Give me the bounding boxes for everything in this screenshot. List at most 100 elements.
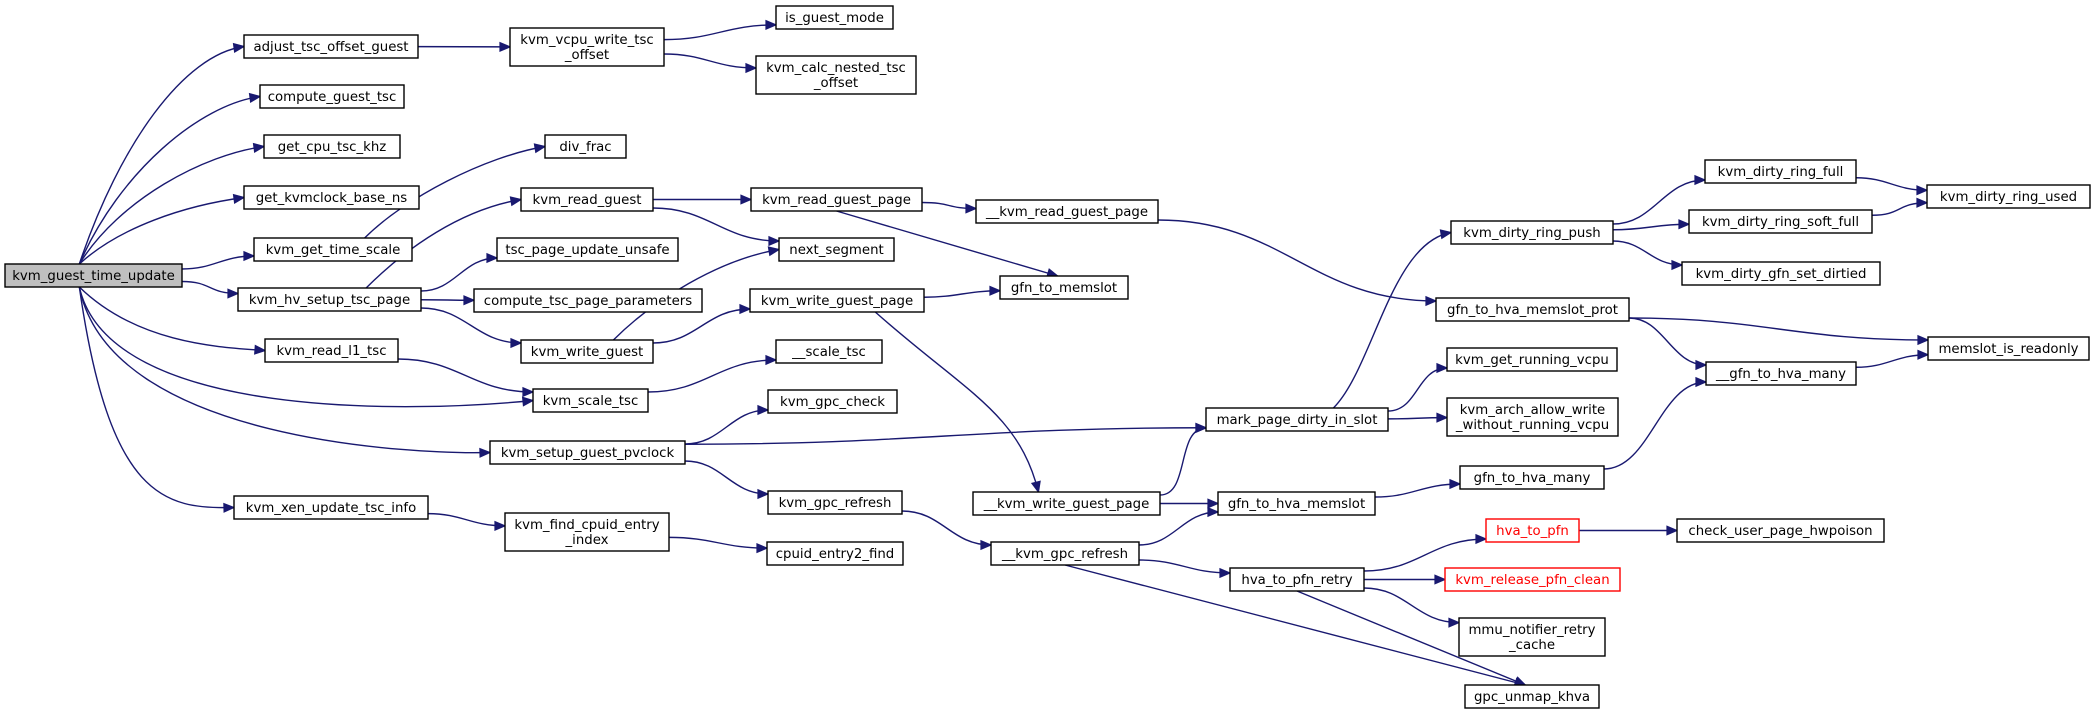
node-write-guest-page[interactable]: kvm_write_guest_page bbox=[749, 288, 925, 313]
edge-root-to-scale-tsc bbox=[78, 286, 535, 408]
node-scale-tsc[interactable]: kvm_scale_tsc bbox=[532, 388, 649, 413]
arrowhead-icon bbox=[522, 386, 535, 398]
arrowhead-icon bbox=[509, 196, 523, 207]
node-gpc-refresh[interactable]: kvm_gpc_refresh bbox=[767, 490, 903, 515]
node-compute-guest[interactable]: compute_guest_tsc bbox=[259, 84, 405, 109]
arrowhead-icon bbox=[1449, 478, 1462, 490]
node-gpc-unmap[interactable]: gpc_unmap_khva bbox=[1464, 684, 1600, 709]
node-u-read-guest-page[interactable]: __kvm_read_guest_page bbox=[975, 199, 1159, 224]
node-read-guest[interactable]: kvm_read_guest bbox=[520, 187, 654, 212]
edge-line bbox=[874, 311, 1040, 493]
node-hva-pfn-retry[interactable]: hva_to_pfn_retry bbox=[1229, 567, 1365, 592]
node-box bbox=[1464, 684, 1600, 709]
node-calc-nested[interactable]: kvm_calc_nested_tsc_offset bbox=[755, 55, 917, 95]
edge-root-to-setup-pvclock bbox=[78, 286, 492, 458]
node-ring-used[interactable]: kvm_dirty_ring_used bbox=[1926, 184, 2091, 209]
node-check-hwpoison[interactable]: check_user_page_hwpoison bbox=[1676, 518, 1885, 543]
edge-ring-full-to-ring-used bbox=[1855, 177, 1929, 196]
node-u-gpc-refresh[interactable]: __kvm_gpc_refresh bbox=[990, 541, 1140, 566]
node-box bbox=[750, 187, 923, 212]
node-label: kvm_write_guest_page bbox=[761, 294, 913, 309]
node-ring-push[interactable]: kvm_dirty_ring_push bbox=[1450, 220, 1614, 245]
node-label: gpc_unmap_khva bbox=[1474, 690, 1590, 705]
node-get-cpu-khz[interactable]: get_cpu_tsc_khz bbox=[263, 134, 401, 159]
edge-line bbox=[1612, 179, 1706, 225]
arrowhead-icon bbox=[1917, 349, 1930, 360]
node-ring-soft-full[interactable]: kvm_dirty_ring_soft_full bbox=[1688, 209, 1873, 234]
arrowhead-icon bbox=[494, 520, 507, 531]
node-us-scale[interactable]: __scale_tsc bbox=[775, 339, 883, 364]
node-vcpu-write[interactable]: kvm_vcpu_write_tsc_offset bbox=[509, 27, 665, 67]
edge-line bbox=[397, 358, 534, 393]
node-write-guest[interactable]: kvm_write_guest bbox=[520, 339, 654, 364]
edge-line bbox=[181, 255, 255, 270]
edge-line bbox=[365, 198, 522, 289]
edge-xen-update-to-find-cpuid bbox=[427, 512, 507, 531]
arrowhead-icon bbox=[765, 19, 778, 30]
edge-vcpu-write-to-calc-nested bbox=[663, 53, 758, 74]
node-box bbox=[1926, 184, 2091, 209]
node-cpuid2-find[interactable]: cpuid_entry2_find bbox=[766, 541, 904, 566]
node-box bbox=[1229, 567, 1365, 592]
node-u-write-guest-page[interactable]: __kvm_write_guest_page bbox=[972, 491, 1161, 516]
node-u-gfn-hva-many[interactable]: __gfn_to_hva_many bbox=[1705, 361, 1857, 386]
edge-root-to-adjust bbox=[78, 42, 246, 265]
node-box bbox=[767, 490, 903, 515]
arrowhead-icon bbox=[223, 502, 236, 513]
node-label: hva_to_pfn_retry bbox=[1241, 573, 1352, 588]
node-arch-allow[interactable]: kvm_arch_allow_write_without_running_vcp… bbox=[1446, 397, 1619, 437]
edge-line bbox=[923, 290, 1001, 298]
arrowhead-icon bbox=[1195, 422, 1208, 434]
node-find-cpuid[interactable]: kvm_find_cpuid_entry_index bbox=[504, 512, 670, 552]
node-tsc-unsafe[interactable]: tsc_page_update_unsafe bbox=[496, 237, 679, 262]
node-compute-params[interactable]: compute_tsc_page_parameters bbox=[473, 288, 703, 313]
node-root[interactable]: kvm_guest_time_update bbox=[4, 263, 183, 288]
node-mmu-retry[interactable]: mmu_notifier_retry_cache bbox=[1458, 617, 1606, 657]
arrowhead-icon bbox=[521, 396, 535, 407]
node-adjust[interactable]: adjust_tsc_offset_guest bbox=[243, 34, 419, 59]
edge-gfn-hva-many-to-u-gfn-hva-many bbox=[1603, 376, 1708, 470]
node-gfn-set-dirtied[interactable]: kvm_dirty_gfn_set_dirtied bbox=[1681, 261, 1881, 286]
node-label: next_segment bbox=[789, 243, 883, 258]
node-gfn-hva-memslot[interactable]: gfn_to_hva_memslot bbox=[1217, 491, 1376, 516]
node-gpc-check[interactable]: kvm_gpc_check bbox=[767, 389, 898, 414]
node-is-guest[interactable]: is_guest_mode bbox=[775, 5, 894, 30]
edge-ring-push-to-ring-soft-full bbox=[1612, 219, 1691, 231]
arrowhead-icon bbox=[1916, 185, 1929, 196]
node-label: __gfn_to_hva_many bbox=[1715, 367, 1846, 382]
node-release-pfn[interactable]: kvm_release_pfn_clean bbox=[1444, 567, 1621, 592]
node-hva-to-pfn[interactable]: hva_to_pfn bbox=[1485, 518, 1580, 543]
edge-read-guest-to-next-segment bbox=[652, 207, 781, 247]
arrowhead-icon bbox=[1695, 359, 1708, 371]
node-mark-dirty[interactable]: mark_page_dirty_in_slot bbox=[1205, 407, 1389, 432]
node-ring-full[interactable]: kvm_dirty_ring_full bbox=[1704, 159, 1857, 184]
node-box bbox=[990, 541, 1140, 566]
arrowhead-icon bbox=[739, 303, 752, 315]
node-read-guest-page[interactable]: kvm_read_guest_page bbox=[750, 187, 923, 212]
node-box bbox=[975, 199, 1159, 224]
node-gfn-hva-many[interactable]: gfn_to_hva_many bbox=[1459, 465, 1605, 490]
node-get-kvmclock[interactable]: get_kvmclock_base_ns bbox=[243, 185, 420, 210]
node-box bbox=[520, 187, 654, 212]
arrowhead-icon bbox=[243, 250, 256, 262]
node-box bbox=[1435, 297, 1630, 322]
node-hv-setup[interactable]: kvm_hv_setup_tsc_page bbox=[237, 287, 422, 312]
arrowhead-icon bbox=[756, 543, 769, 554]
node-xen-update[interactable]: kvm_xen_update_tsc_info bbox=[233, 495, 429, 520]
node-div-frac[interactable]: div_frac bbox=[544, 134, 627, 159]
node-get-time-scale[interactable]: kvm_get_time_scale bbox=[253, 237, 413, 262]
node-read-l1[interactable]: kvm_read_l1_tsc bbox=[264, 338, 399, 363]
node-running-vcpu[interactable]: kvm_get_running_vcpu bbox=[1446, 347, 1618, 372]
node-memslot-ro[interactable]: memslot_is_readonly bbox=[1927, 336, 2090, 361]
arrowhead-icon bbox=[254, 344, 267, 355]
node-setup-pvclock[interactable]: kvm_setup_guest_pvclock bbox=[489, 440, 686, 465]
node-next-segment[interactable]: next_segment bbox=[778, 237, 895, 262]
node-box bbox=[999, 275, 1129, 300]
node-label: kvm_calc_nested_tsc bbox=[766, 61, 906, 76]
arrowhead-icon bbox=[486, 252, 499, 264]
arrowhead-icon bbox=[1678, 219, 1691, 230]
edge-line bbox=[684, 409, 769, 445]
node-gfn-to-memslot[interactable]: gfn_to_memslot bbox=[999, 275, 1129, 300]
edge-line bbox=[78, 286, 235, 509]
node-gfn-hva-prot[interactable]: gfn_to_hva_memslot_prot bbox=[1435, 297, 1630, 322]
